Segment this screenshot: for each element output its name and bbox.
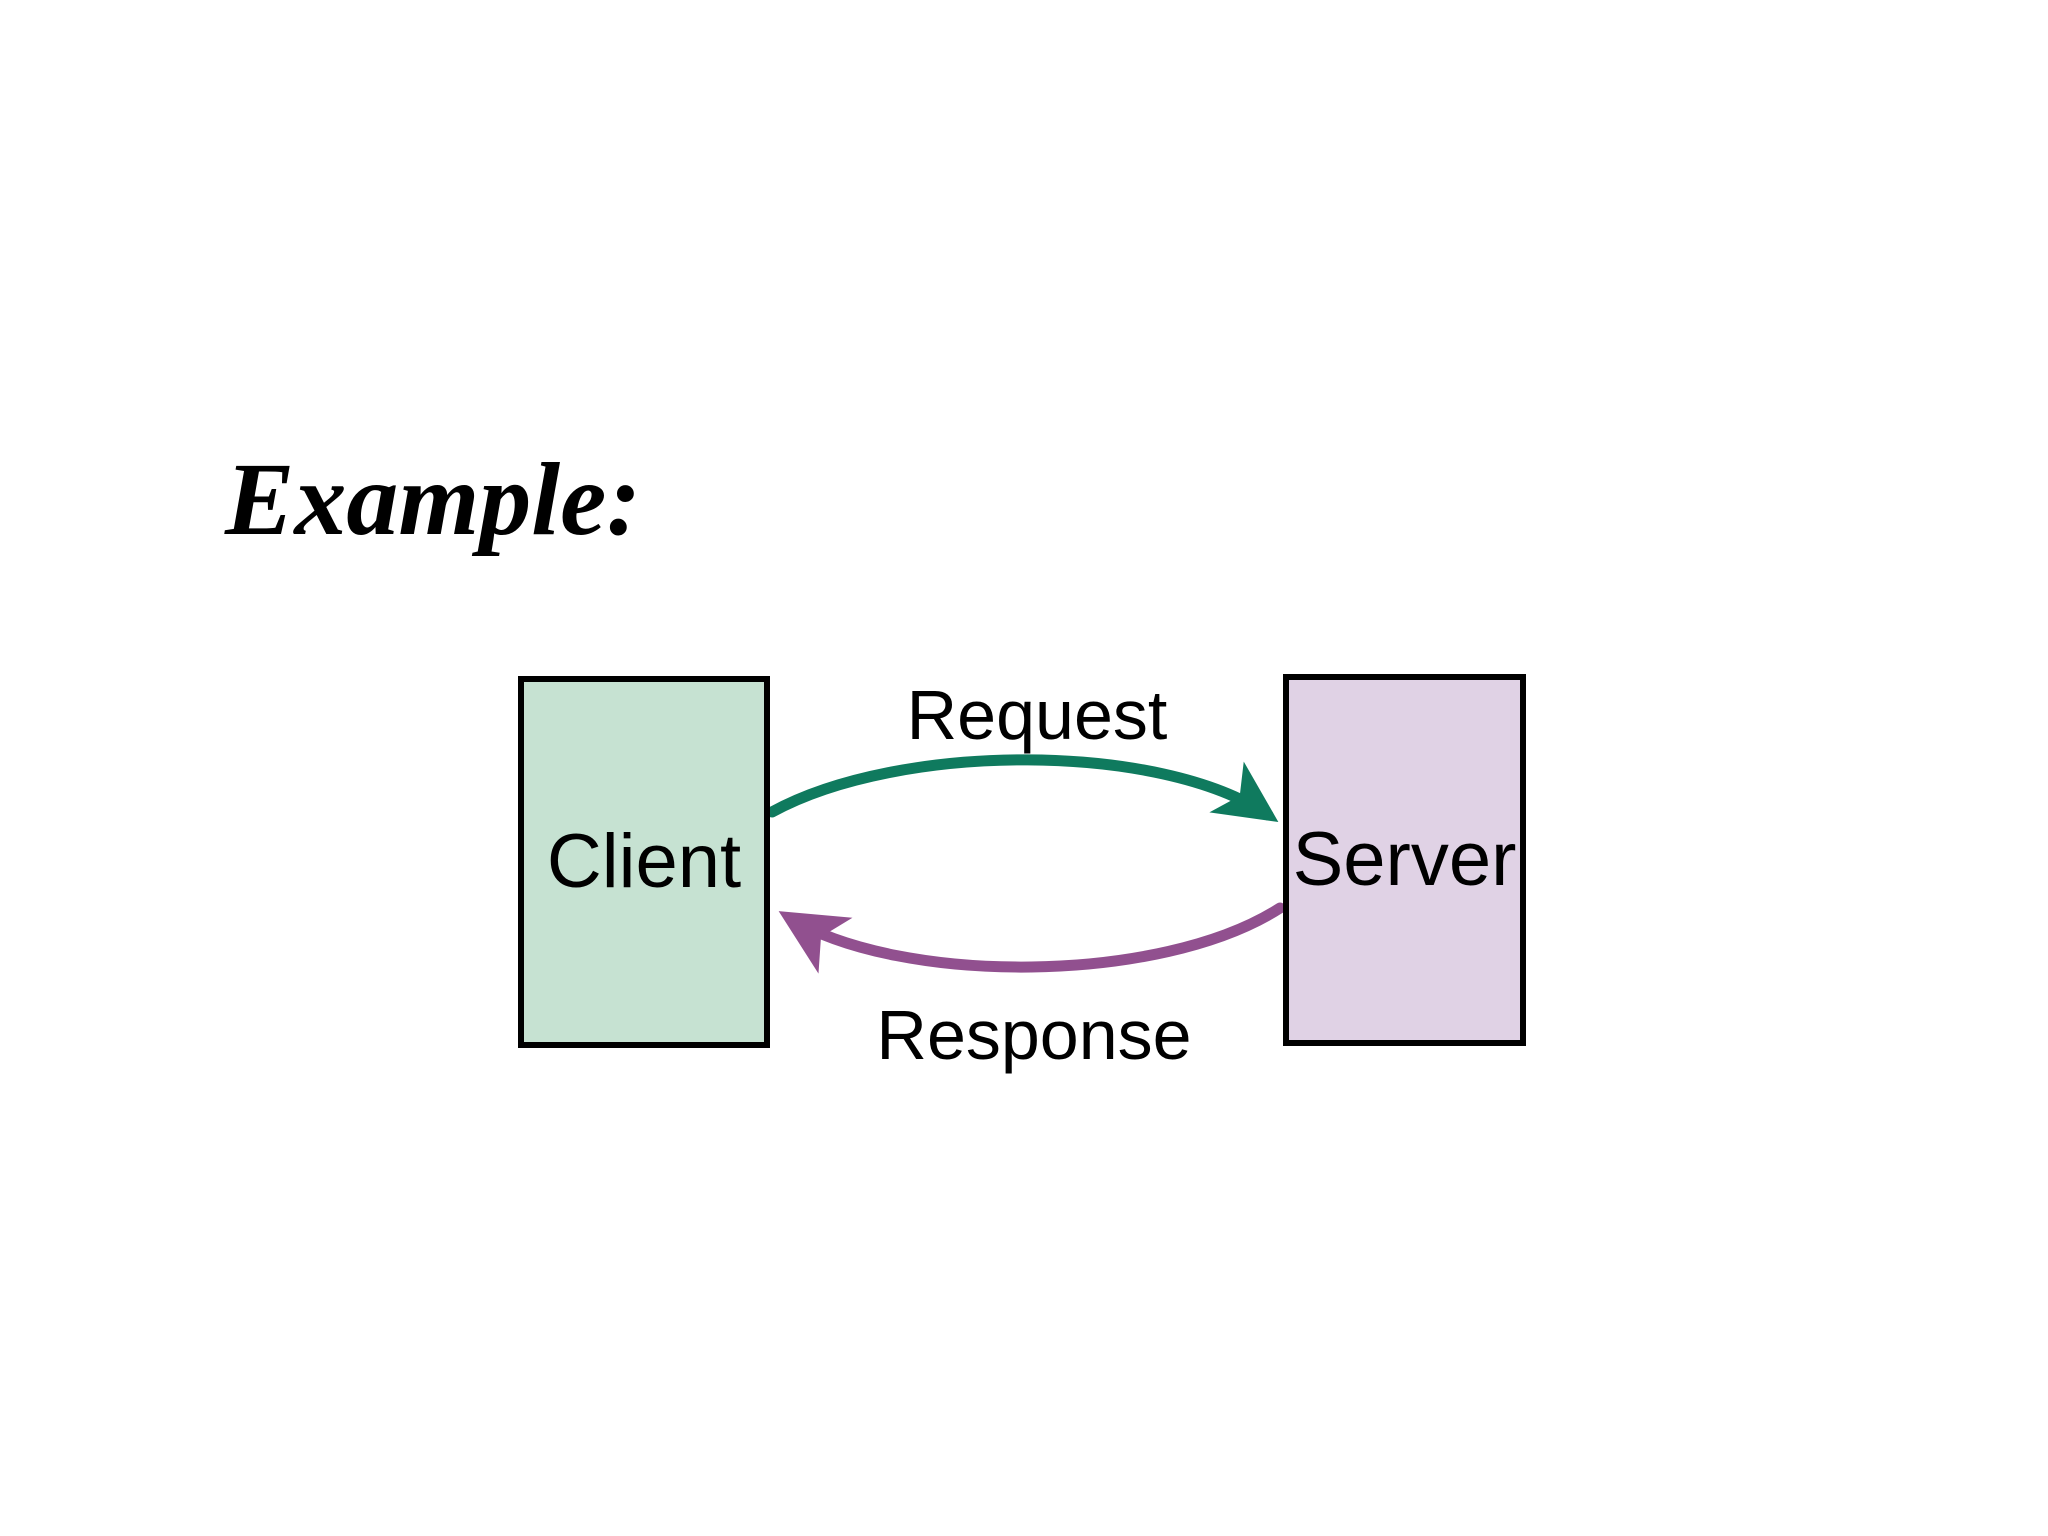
node-client-label: Client [546, 819, 742, 904]
edge-label-request: Request [906, 676, 1168, 754]
node-server-label: Server [1292, 817, 1517, 902]
node-client[interactable]: Client [518, 676, 770, 1048]
node-server[interactable]: Server [1283, 674, 1526, 1046]
response-arrow [778, 902, 1286, 974]
page-title: Example: [225, 442, 641, 557]
request-arrow [766, 754, 1279, 822]
edge-label-response: Response [876, 996, 1192, 1074]
